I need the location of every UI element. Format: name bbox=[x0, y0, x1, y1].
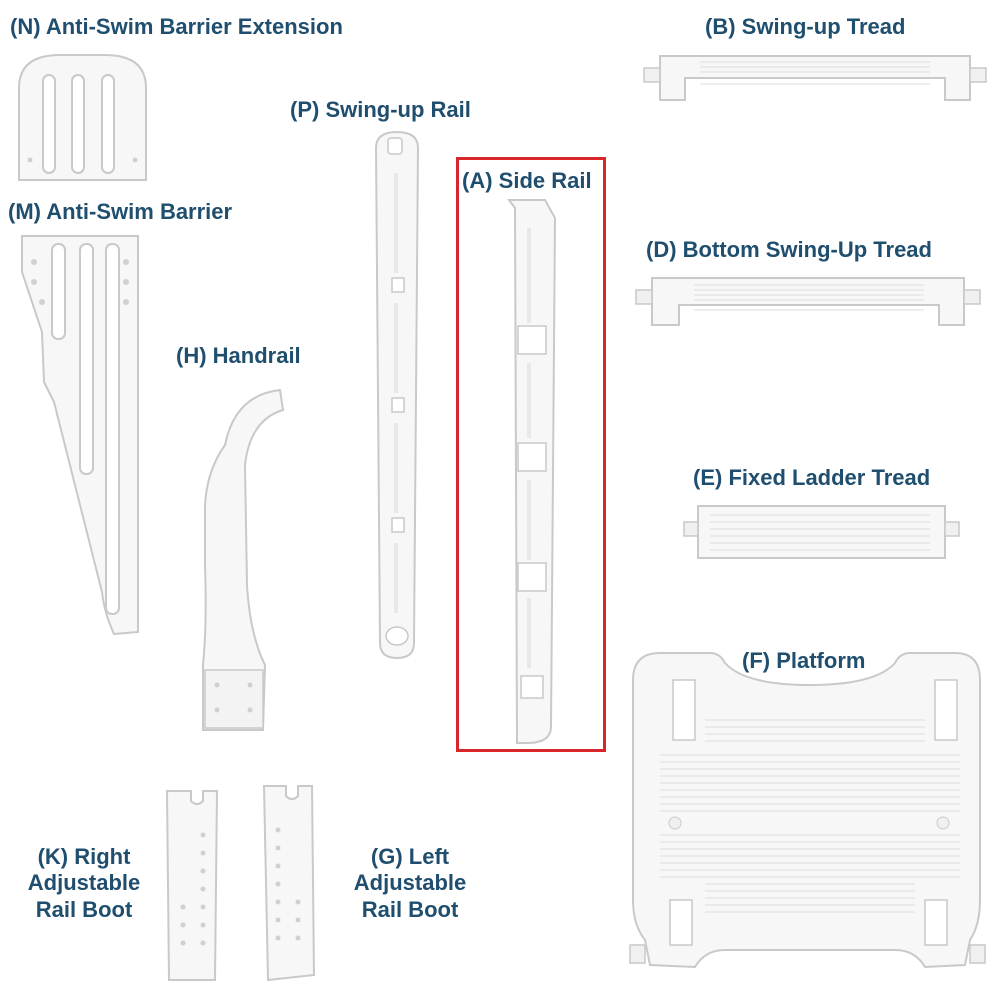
label-swing-up-tread: (B) Swing-up Tread bbox=[705, 14, 906, 39]
label-line: (K) Right bbox=[37, 844, 131, 869]
label-right-rail-boot: (K) Right Adjustable Rail Boot bbox=[24, 844, 144, 923]
label-line: Adjustable bbox=[353, 870, 467, 896]
label-fixed-ladder-tread: (E) Fixed Ladder Tread bbox=[693, 465, 931, 490]
anti-swim-extension-image bbox=[18, 54, 147, 181]
swing-up-rail-image bbox=[374, 130, 420, 660]
swing-up-tread-image bbox=[643, 55, 987, 101]
label-anti-swim-barrier: (M) Anti-Swim Barrier bbox=[8, 199, 233, 224]
label-line: Adjustable bbox=[27, 870, 141, 896]
label-anti-swim-extension: (N) Anti-Swim Barrier Extension bbox=[10, 14, 343, 39]
side-rail-image bbox=[507, 199, 557, 744]
label-line: Rail Boot bbox=[35, 896, 133, 922]
platform-image bbox=[629, 652, 986, 969]
label-platform: (F) Platform bbox=[742, 648, 866, 673]
anti-swim-barrier-image bbox=[21, 235, 139, 636]
label-swing-up-rail: (P) Swing-up Rail bbox=[290, 97, 471, 122]
handrail-image bbox=[202, 388, 285, 731]
label-line: (G) Left bbox=[370, 844, 450, 869]
label-handrail: (H) Handrail bbox=[176, 343, 301, 368]
label-line: Rail Boot bbox=[361, 896, 459, 922]
label-left-rail-boot: (G) Left Adjustable Rail Boot bbox=[350, 844, 470, 923]
label-side-rail: (A) Side Rail bbox=[462, 168, 592, 193]
side-rail-highlight-box bbox=[456, 157, 606, 752]
label-bottom-swing-up-tread: (D) Bottom Swing-Up Tread bbox=[646, 237, 932, 262]
fixed-ladder-tread-image bbox=[683, 505, 960, 559]
left-rail-boot-image bbox=[262, 785, 316, 982]
bottom-swing-up-tread-image bbox=[635, 277, 981, 326]
right-rail-boot-image bbox=[165, 790, 219, 981]
